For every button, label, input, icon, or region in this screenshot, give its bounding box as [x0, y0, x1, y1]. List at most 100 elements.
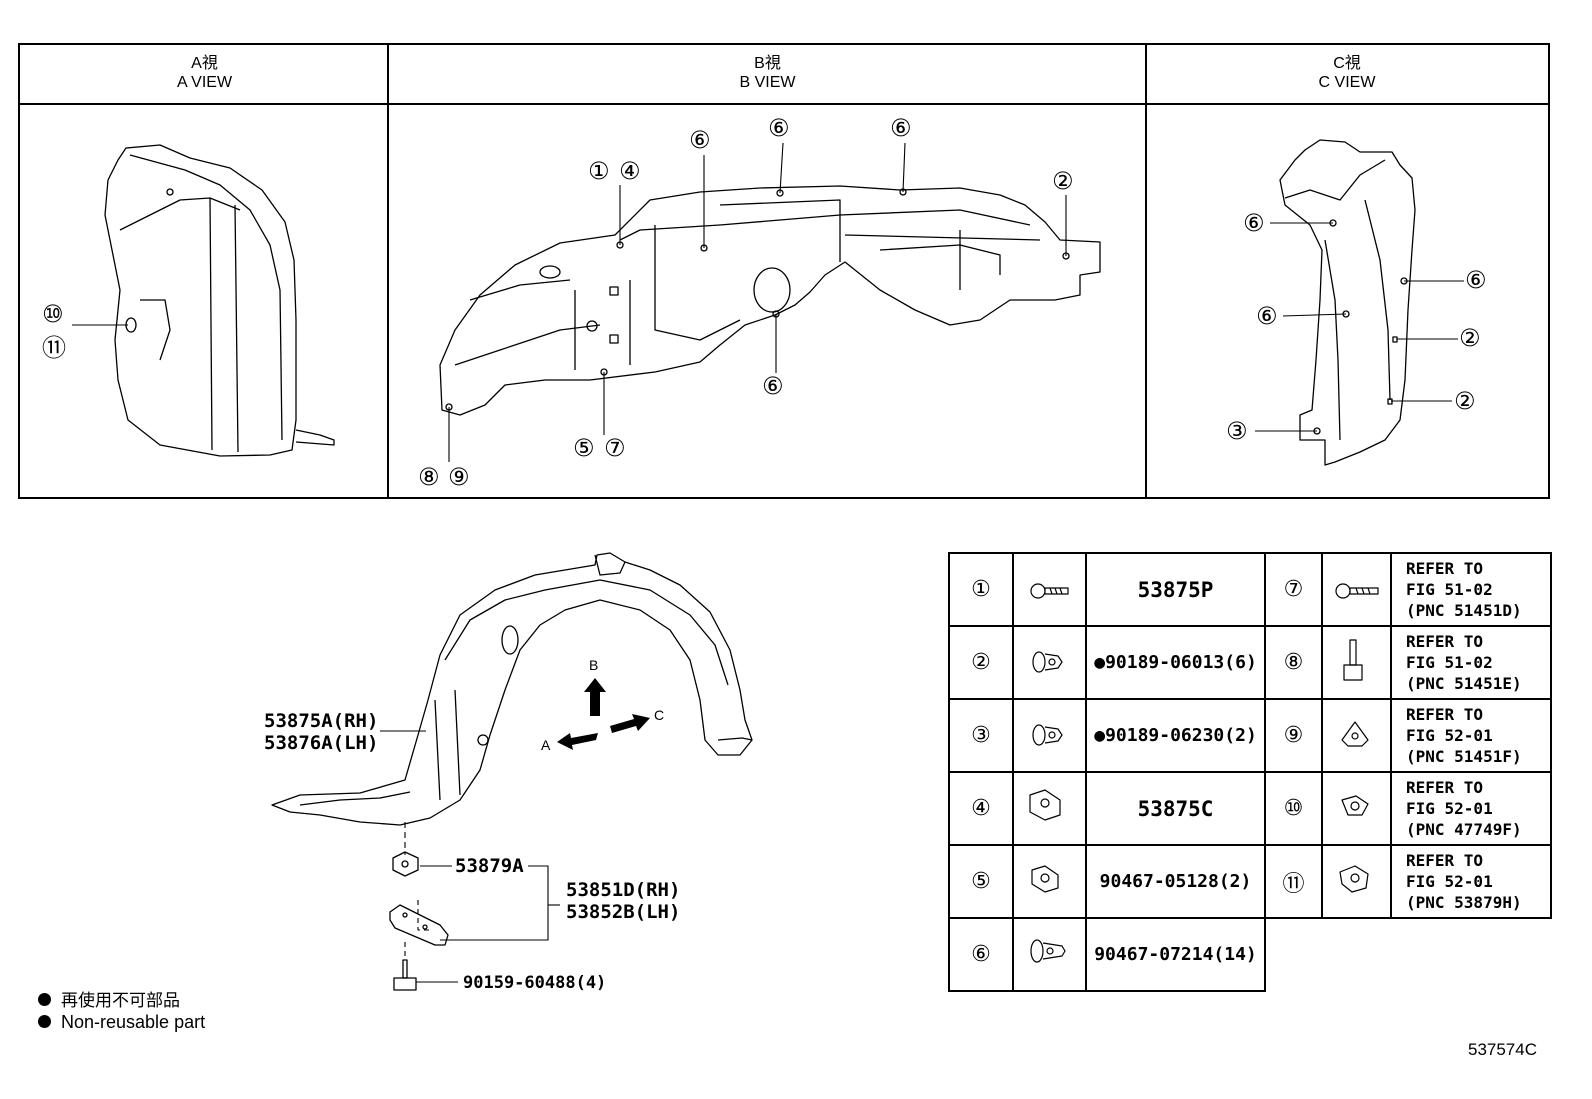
refer-cell: REFER TO FIG 52-01 (PNC 51451F): [1390, 698, 1552, 773]
callout-num: ③: [948, 698, 1014, 773]
view-divider-1: [387, 45, 389, 497]
a-view-header: A視 A VIEW: [20, 45, 389, 105]
label-liner-rh: 53875A(RH): [264, 710, 379, 732]
refer-line: REFER TO: [1406, 705, 1484, 724]
callout-num: ⑦: [1264, 552, 1323, 627]
refer-cell: REFER TO FIG 52-01 (PNC 47749F): [1390, 771, 1552, 846]
assembly-bolt-90159: [393, 959, 417, 991]
part-icon-cell: [1012, 844, 1087, 919]
arrow-b-label: B: [589, 657, 599, 673]
non-reusable-dot-icon: ●: [1094, 725, 1106, 746]
legend-en: Non-reusable part: [38, 1012, 205, 1033]
callout-num: ②: [948, 625, 1014, 700]
a-view-title-jp: A視: [191, 55, 218, 72]
callout-4-b-view: ④: [619, 157, 641, 185]
callout-num: ④: [948, 771, 1014, 846]
view-divider-2: [1145, 45, 1147, 497]
table-row: ① 53875P ⑦ REFER TO FIG 51-02 (PNC 51451…: [948, 552, 1552, 627]
label-liner-lh: 53876A(LH): [264, 732, 379, 754]
part-number-cell: ●90189-06230(2): [1085, 698, 1266, 773]
part-number-cell: ●90189-06013(6): [1085, 625, 1266, 700]
part-number: 90189-06013(6): [1105, 652, 1257, 673]
arrow-c-label: C: [654, 707, 665, 723]
legend-jp: 再使用不可部品: [38, 986, 180, 1011]
callout-6-b-view-3: ⑥: [890, 114, 912, 142]
callout-11-a-view: ⑪: [42, 334, 66, 362]
part-number: 53875C: [1085, 771, 1266, 846]
part-icon-cell: [1321, 625, 1392, 700]
callout-num: ⑥: [948, 917, 1014, 992]
legend-en-text: Non-reusable part: [61, 1012, 206, 1032]
callout-9-b-view: ⑨: [448, 463, 470, 491]
b-view-header: B視 B VIEW: [389, 45, 1146, 105]
empty-cell: [1265, 918, 1551, 991]
callout-num: ⑤: [948, 844, 1014, 919]
table-row: ③ ●90189-06230(2) ⑨ REFER TO FIG 52-01 (…: [948, 698, 1552, 773]
c-view-leader-lines: [1255, 222, 1464, 432]
callout-num: ①: [948, 552, 1014, 627]
assembly-leader-lines: [380, 730, 560, 983]
non-reusable-dot-icon: [38, 993, 51, 1006]
refer-cell: REFER TO FIG 52-01 (PNC 53879H): [1390, 844, 1552, 919]
callout-6-c-view-1: ⑥: [1243, 209, 1265, 237]
part-icon-cell: [1321, 844, 1392, 919]
callout-2-b-view: ②: [1052, 167, 1074, 195]
refer-line: FIG 51-02: [1406, 580, 1493, 599]
refer-line: (PNC 51451D): [1406, 601, 1522, 620]
callout-8-b-view: ⑧: [418, 463, 440, 491]
label-bracket-rh: 53851D(RH): [566, 879, 681, 901]
part-number: 90467-07214(14): [1085, 917, 1266, 992]
label-clip: 53879A: [455, 855, 524, 877]
c-view-title-jp: C視: [1333, 55, 1361, 72]
callout-6-c-view-2: ⑥: [1256, 302, 1278, 330]
legend-jp-text: 再使用不可部品: [61, 991, 180, 1011]
callout-num: ⑧: [1264, 625, 1323, 700]
callout-2-c-view-1: ②: [1459, 324, 1481, 352]
a-view-liner-drawing: [104, 144, 335, 457]
views-frame: A視 A VIEW B視 B VIEW C視 C VIEW: [18, 43, 1550, 499]
callout-1-b-view: ①: [588, 157, 610, 185]
callout-6-b-view-2: ⑥: [768, 114, 790, 142]
label-bolt: 90159-60488(4): [463, 973, 607, 993]
refer-line: (PNC 53879H): [1406, 893, 1522, 912]
refer-line: (PNC 47749F): [1406, 820, 1522, 839]
callout-10-a-view: ⑩: [42, 300, 64, 328]
arrow-a-icon: [557, 733, 598, 750]
table-row: ④ 53875C ⑩ REFER TO FIG 52-01 (PNC 47749…: [948, 771, 1552, 846]
callout-6-b-view-4: ⑥: [762, 372, 784, 400]
part-icon-cell: [1321, 698, 1392, 773]
non-reusable-dot-icon: ●: [1094, 652, 1106, 673]
callout-6-b-view-1: ⑥: [689, 126, 711, 154]
b-view-leader-lines: [448, 142, 1067, 462]
callout-6-c-view-3: ⑥: [1465, 266, 1487, 294]
label-bracket-lh: 53852B(LH): [566, 901, 681, 923]
callout-3-c-view: ③: [1226, 417, 1248, 445]
arrow-c-icon: [610, 714, 650, 733]
part-number: 90467-05128(2): [1085, 844, 1266, 919]
refer-line: (PNC 51451F): [1406, 747, 1522, 766]
assembly-liner-drawing: [271, 552, 753, 826]
assembly-clip-53879a: [392, 851, 419, 877]
c-view-title-en: C VIEW: [1318, 74, 1376, 91]
callout-2-c-view-2: ②: [1454, 387, 1476, 415]
refer-line: REFER TO: [1406, 632, 1484, 651]
refer-line: REFER TO: [1406, 778, 1484, 797]
callout-num: ⑨: [1264, 698, 1323, 773]
part-icon-cell: [1321, 552, 1392, 627]
table-row: ② ●90189-06013(6) ⑧ REFER TO FIG 51-02 (…: [948, 625, 1552, 700]
b-view-title-jp: B視: [754, 55, 781, 72]
refer-line: FIG 52-01: [1406, 799, 1493, 818]
part-icon-cell: [1321, 771, 1392, 846]
a-view-title-en: A VIEW: [176, 74, 233, 91]
part-icon-cell: [1012, 552, 1087, 627]
part-icon-cell: [1012, 698, 1087, 773]
refer-cell: REFER TO FIG 51-02 (PNC 51451E): [1390, 625, 1552, 700]
c-view-liner-drawing: [1279, 139, 1416, 466]
table-row: ⑤ 90467-05128(2) ⑪ REFER TO FIG 52-01 (P…: [948, 844, 1552, 919]
b-view-title-en: B VIEW: [739, 74, 796, 91]
c-view-header: C視 C VIEW: [1146, 45, 1548, 105]
refer-line: FIG 52-01: [1406, 872, 1493, 891]
part-icon-cell: [1012, 771, 1087, 846]
arrow-a-label: A: [541, 737, 551, 753]
arrow-b-icon: [584, 678, 606, 716]
